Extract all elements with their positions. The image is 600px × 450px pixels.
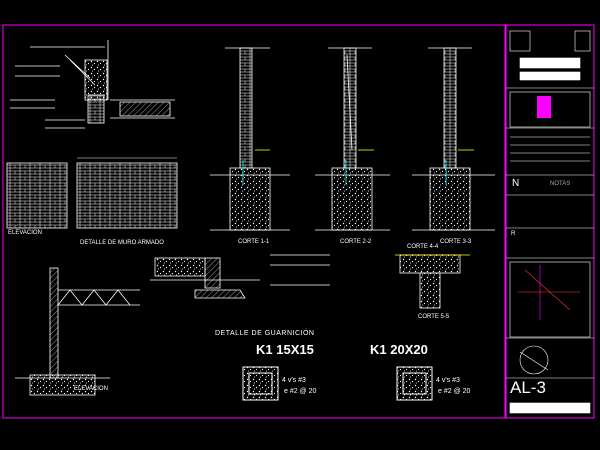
column-k1-20x20-label: K1 20X20: [370, 342, 428, 357]
truss-slab-detail: [15, 267, 140, 396]
title-block-notes-n: N: [512, 178, 520, 189]
column-k1-15x15-label: K1 15X15: [256, 342, 314, 357]
section-label-2: CORTE 2-2: [340, 239, 372, 245]
title-block-frame: [505, 24, 595, 419]
section-label-1: CORTE 1-1: [238, 239, 270, 245]
footing-detail: [395, 254, 470, 309]
wall-section-3: [412, 47, 495, 231]
column-section-k1-20x20: [396, 366, 433, 401]
rebar-label-right-2: e #2 @ 20: [438, 388, 471, 395]
title-block-rev-label: R: [511, 231, 516, 237]
sheet-id: AL-3: [510, 378, 546, 397]
title-block-content: [506, 30, 594, 414]
brick-elevation-left: [6, 162, 68, 229]
rebar-label-left-1: 4 v's #3: [282, 377, 306, 384]
wall-section-2: [315, 47, 390, 231]
section-label-5: CORTE 5-5: [418, 314, 450, 320]
sheet-frame: [2, 24, 506, 419]
title-block-notes-label: NOTAS: [550, 181, 571, 187]
curb-detail-title: DETALLE DE GUARNICIÓN: [215, 330, 315, 337]
section-label-3: CORTE 3-3: [440, 239, 472, 245]
column-section-k1-15x15: [242, 366, 279, 401]
brick-elevation-right: [76, 157, 178, 229]
wall-section-1: [210, 47, 290, 231]
detail-wall-label: DETALLE DE MURO ARMADO: [80, 240, 164, 246]
section-label-4: CORTE 4-4: [407, 244, 439, 250]
elevation-label-2: ELEVACION: [74, 386, 108, 392]
elevation-label-1: ELEVACION: [8, 230, 42, 236]
rebar-label-right-1: 4 v's #3: [436, 377, 460, 384]
curb-detail: [150, 254, 330, 299]
roof-wall-detail: [10, 40, 175, 129]
rebar-label-left-2: e #2 @ 20: [284, 388, 317, 395]
